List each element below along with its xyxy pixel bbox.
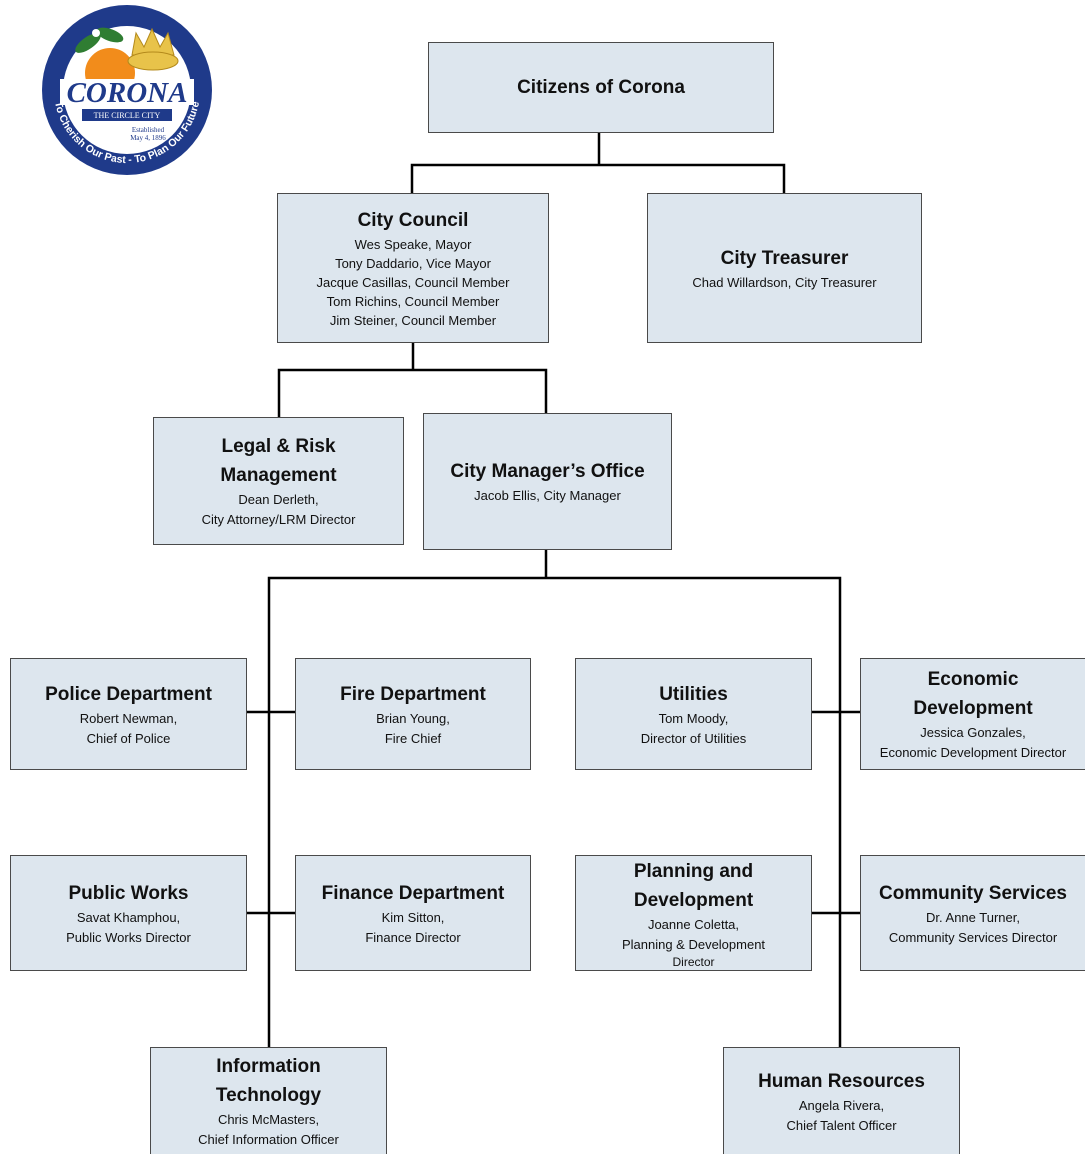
city-manager-box: City Manager’s Office Jacob Ellis, City …: [423, 413, 672, 550]
city-treasurer-person: Chad Willardson, City Treasurer: [692, 274, 877, 290]
public-works-person: Savat Khamphou,: [76, 909, 181, 925]
public-works-title: Public Works: [68, 882, 189, 904]
planning-title-2: Development: [633, 889, 754, 911]
economic-development-title-2: Development: [913, 698, 1033, 719]
council-member-2: Tony Daddario, Vice Mayor: [335, 256, 491, 271]
community-services-person: Dr. Anne Turner,: [926, 909, 1020, 925]
utilities-title: Utilities: [659, 683, 728, 705]
legal-risk-title-1: Legal & Risk: [221, 436, 336, 457]
seal-name: CORONA: [67, 77, 188, 109]
finance-title: Finance Department: [321, 882, 505, 904]
legal-risk-box: Legal & Risk Management Dean Derleth, Ci…: [153, 417, 404, 545]
public-works-role: Public Works Director: [66, 929, 191, 945]
connector-council: [277, 341, 548, 419]
city-council-title: City Council: [357, 210, 469, 231]
planning-role-2: Director: [672, 954, 715, 969]
council-member-5: Jim Steiner, Council Member: [329, 313, 497, 328]
economic-development-box: Economic Development Jessica Gonzales, E…: [860, 658, 1085, 770]
council-member-1: Wes Speake, Mayor: [354, 237, 472, 252]
finance-box: Finance Department Kim Sitton, Finance D…: [295, 855, 531, 971]
it-title-1: Information: [216, 1056, 321, 1077]
leaves-icon: [75, 27, 124, 53]
community-services-title: Community Services: [879, 882, 1067, 904]
utilities-box: Utilities Tom Moody, Director of Utiliti…: [575, 658, 812, 770]
planning-role-1: Planning & Development: [621, 936, 766, 952]
utilities-person: Tom Moody,: [658, 710, 729, 726]
legal-risk-role: City Attorney/LRM Director: [201, 512, 356, 527]
economic-development-person: Jessica Gonzales,: [920, 725, 1026, 740]
city-treasurer-title: City Treasurer: [720, 247, 849, 269]
hr-title: Human Resources: [758, 1070, 925, 1092]
information-technology-box: Information Technology Chris McMasters, …: [150, 1047, 387, 1154]
it-person: Chris McMasters,: [217, 1112, 320, 1127]
city-manager-person: Jacob Ellis, City Manager: [474, 488, 621, 503]
seal-motto: THE CIRCLE CITY: [94, 111, 161, 120]
human-resources-box: Human Resources Angela Rivera, Chief Tal…: [723, 1047, 960, 1154]
city-treasurer-box: City Treasurer Chad Willardson, City Tre…: [647, 193, 922, 343]
fire-person: Brian Young,: [376, 710, 450, 726]
hr-role: Chief Talent Officer: [786, 1117, 897, 1133]
seal-established: Established: [132, 126, 165, 134]
economic-development-role: Economic Development Director: [879, 745, 1067, 760]
police-box: Police Department Robert Newman, Chief o…: [10, 658, 247, 770]
fire-box: Fire Department Brian Young, Fire Chief: [295, 658, 531, 770]
city-council-box: City Council Wes Speake, Mayor Tony Dadd…: [277, 193, 549, 343]
legal-risk-title-2: Management: [220, 465, 337, 486]
fire-role: Fire Chief: [384, 730, 442, 746]
city-manager-title: City Manager’s Office: [450, 461, 645, 482]
council-member-4: Tom Richins, Council Member: [326, 294, 500, 309]
connector-citizens: [410, 131, 786, 195]
council-member-3: Jacque Casillas, Council Member: [316, 275, 510, 290]
community-services-box: Community Services Dr. Anne Turner, Comm…: [860, 855, 1085, 971]
police-person: Robert Newman,: [79, 710, 178, 726]
fire-title: Fire Department: [340, 683, 486, 705]
seal-established-date: May 4, 1896: [130, 134, 166, 142]
public-works-box: Public Works Savat Khamphou, Public Work…: [10, 855, 247, 971]
hr-person: Angela Rivera,: [798, 1097, 885, 1113]
legal-risk-person: Dean Derleth,: [238, 492, 319, 507]
planning-person: Joanne Coletta,: [647, 916, 740, 932]
citizens-box: Citizens of Corona: [428, 42, 774, 133]
finance-person: Kim Sitton,: [381, 909, 445, 925]
corona-city-seal: CORONA THE CIRCLE CITY Established May 4…: [42, 5, 212, 175]
economic-development-title-1: Economic: [927, 669, 1019, 690]
it-role: Chief Information Officer: [198, 1132, 339, 1147]
it-title-2: Technology: [215, 1085, 322, 1106]
citizens-title: Citizens of Corona: [517, 77, 685, 98]
planning-development-box: Planning and Development Joanne Coletta,…: [575, 855, 812, 971]
police-role: Chief of Police: [86, 730, 171, 746]
connector-manager: [267, 548, 842, 1049]
planning-title-1: Planning and: [633, 860, 754, 882]
utilities-role: Director of Utilities: [640, 730, 747, 746]
crown-icon: [127, 27, 179, 71]
police-title: Police Department: [45, 683, 212, 705]
community-services-role: Community Services Director: [888, 929, 1058, 945]
finance-role: Finance Director: [365, 929, 461, 945]
